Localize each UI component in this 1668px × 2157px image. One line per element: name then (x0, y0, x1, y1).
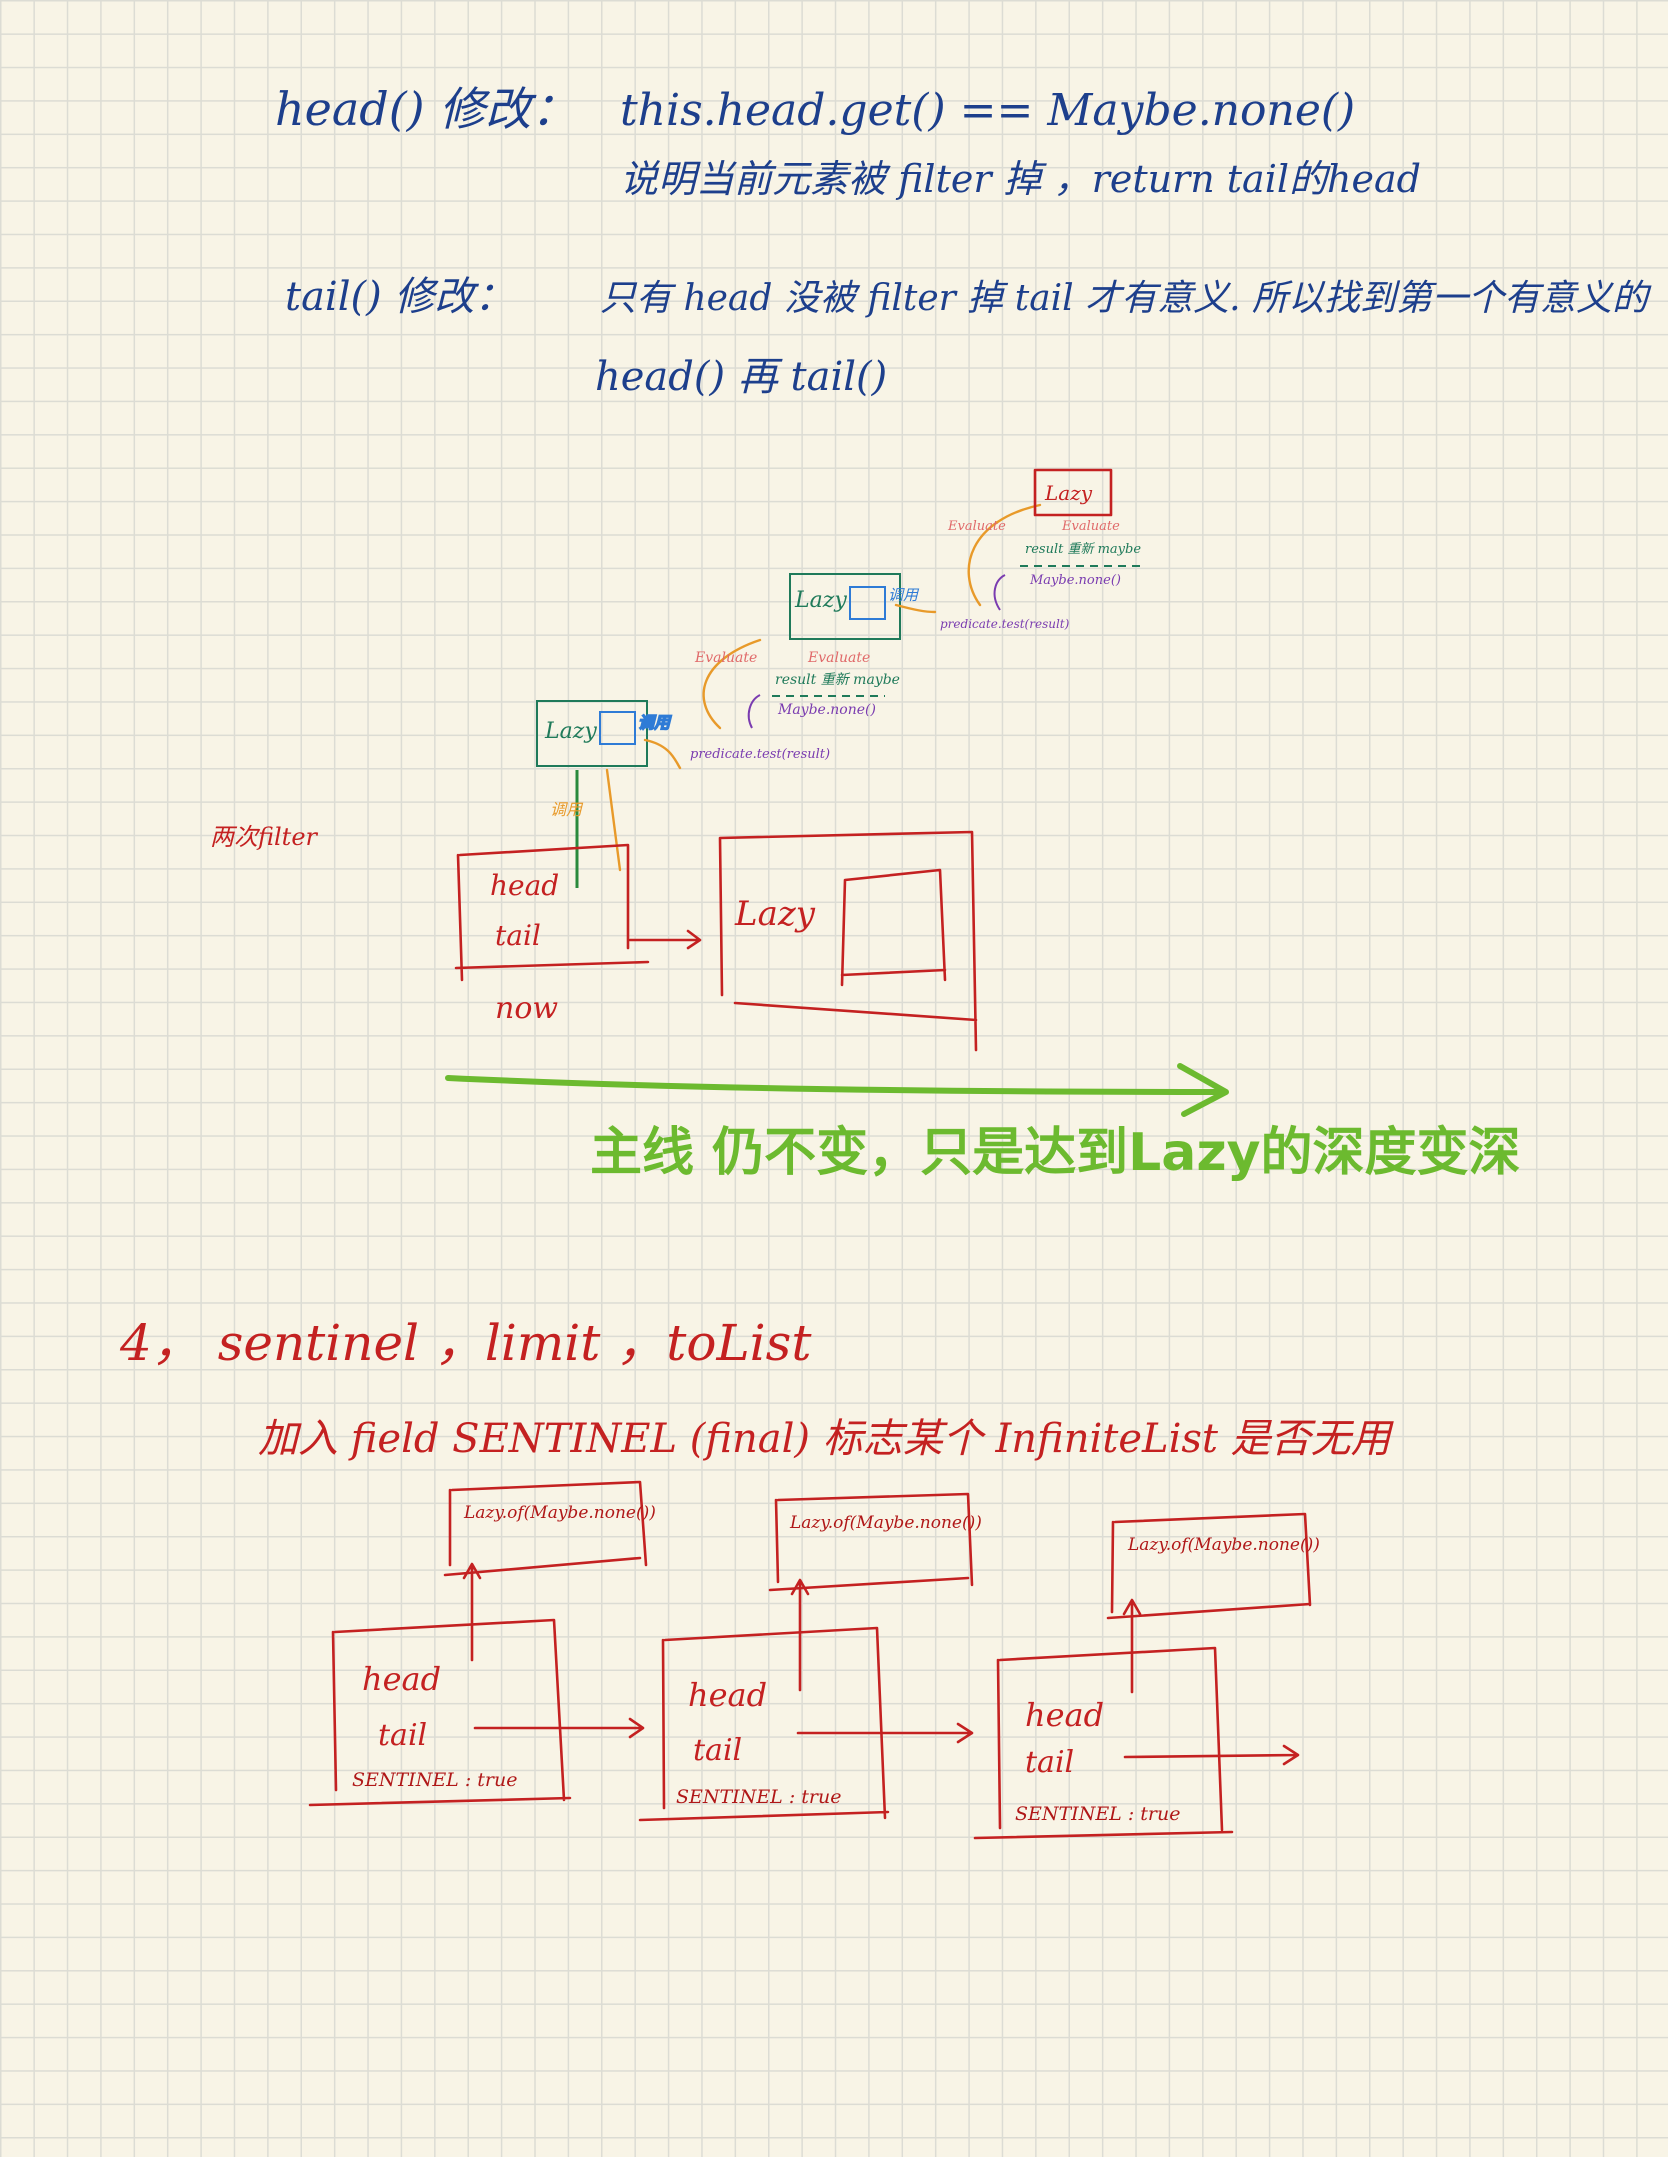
node-tail: tail (693, 1733, 742, 1768)
tail-description-line2: head() 再 tail() (595, 354, 887, 400)
tail-arrow (628, 929, 702, 950)
tail-arrow (796, 1722, 974, 1744)
inner-box (840, 868, 947, 987)
node-box (454, 843, 650, 982)
head-modification-note: head() 修改： this.head.get() == Maybe.none… (275, 82, 1421, 201)
now-label: now (495, 991, 558, 1026)
lazy-box (1106, 1512, 1312, 1620)
evaluate-curve (967, 503, 1042, 607)
lazy-inner-box (849, 586, 886, 620)
call-label: 调用 (888, 586, 920, 604)
none-label: Maybe.none() (777, 702, 876, 718)
lazy-inner-box (599, 711, 636, 745)
result-label: result 重新 maybe (1025, 542, 1141, 557)
lazy-of-label: Lazy.of(Maybe.none()) (789, 1513, 982, 1533)
sentinel-node-3: Lazy.of(Maybe.none()) head tail SENTINEL… (973, 1512, 1320, 1840)
sentinel-node-2: Lazy.of(Maybe.none()) head tail SENTINEL… (638, 1492, 982, 1822)
main-line-note: 主线 仍不变，只是达到Lazy的深度变深 (590, 1123, 1521, 1183)
node-head: head (362, 1660, 441, 1698)
filter-diagram: 两次filter Lazy 调用 调用 Evaluate Evaluate re… (210, 468, 1521, 1183)
predicate-curve (993, 574, 1006, 611)
predicate-label: predicate.test(result) (690, 747, 830, 762)
predicate-block-1: Evaluate Evaluate result 重新 maybe Maybe.… (690, 638, 900, 762)
return-line (605, 768, 622, 872)
head-pointer (790, 1578, 810, 1692)
node-head: head (688, 1676, 767, 1714)
next-lazy-node: Lazy (718, 830, 978, 1052)
head-pointer (1122, 1598, 1142, 1694)
node-sentinel: SENTINEL : true (1015, 1803, 1180, 1825)
predicate-label: predicate.test(result) (940, 617, 1070, 631)
tail-label: tail() 修改： (285, 274, 514, 320)
main-line: 主线 仍不变，只是达到Lazy的深度变深 (445, 1063, 1521, 1183)
section-4: 4， sentinel ，limit ，toList 加入 field SENT… (119, 1314, 1395, 1840)
node-tail: tail (378, 1718, 427, 1753)
head-pointer (462, 1562, 482, 1662)
call-label-vertical: 调用 (550, 800, 584, 819)
node-sentinel: SENTINEL : true (676, 1786, 841, 1808)
node-sentinel: SENTINEL : true (352, 1769, 517, 1791)
evaluate-label: Evaluate (694, 650, 757, 666)
node-tail: tail (1025, 1745, 1074, 1780)
lazy-label: Lazy (794, 588, 847, 613)
head-description: 说明当前元素被 filter 掉 ，return tail的head (620, 157, 1421, 201)
lazy-level-2: Lazy 调用 (789, 573, 937, 640)
tail-description-line1: 只有 head 没被 filter 掉 tail 才有意义. 所以找到第一个有意… (600, 278, 1652, 319)
result-label: result 重新 maybe (775, 672, 900, 688)
tail-arrow (473, 1717, 645, 1739)
lazy-label: Lazy (1044, 481, 1093, 505)
head-label: head() 修改： (275, 82, 577, 136)
current-node: head tail now (454, 843, 702, 1026)
lazy-level-3: Lazy (1033, 468, 1113, 517)
lazy-box (443, 1480, 648, 1577)
two-filter-label: 两次filter (210, 823, 319, 851)
lazy-of-label: Lazy.of(Maybe.none()) (1127, 1535, 1320, 1555)
node-box (638, 1626, 890, 1822)
tail-modification-note: tail() 修改： 只有 head 没被 filter 掉 tail 才有意义… (285, 274, 1652, 400)
evaluate-arrow (894, 603, 937, 614)
lazy-of-label: Lazy.of(Maybe.none()) (463, 1503, 656, 1523)
evaluate-arrow (643, 738, 682, 770)
predicate-curve (747, 694, 761, 729)
main-line-arrowhead (1177, 1063, 1229, 1117)
predicate-block-2: Evaluate Evaluate result 重新 maybe Maybe.… (940, 503, 1141, 631)
node-head: head (1025, 1696, 1104, 1734)
call-label: 调用 (638, 713, 672, 732)
main-line-arrow (445, 1075, 1225, 1095)
section-description: 加入 field SENTINEL (final) 标志某个 InfiniteL… (258, 1416, 1395, 1462)
none-label: Maybe.none() (1029, 573, 1121, 588)
lazy-label: Lazy (544, 719, 597, 744)
sentinel-node-1: Lazy.of(Maybe.none()) head tail SENTINEL… (308, 1480, 656, 1807)
node-tail: tail (495, 919, 541, 952)
outer-box (718, 830, 978, 1052)
section-title: 4， sentinel ，limit ，toList (119, 1314, 812, 1372)
tail-arrow (1123, 1744, 1300, 1766)
node-head: head (490, 869, 559, 902)
lazy-box (536, 700, 648, 767)
evaluate-curve (702, 638, 762, 730)
next-lazy-label: Lazy (734, 894, 816, 934)
lazy-box (1033, 468, 1113, 517)
node-box (308, 1618, 572, 1807)
head-code: this.head.get() == Maybe.none() (620, 85, 1355, 136)
evaluate-label: Evaluate (947, 519, 1006, 534)
evaluate-label-2: Evaluate (807, 650, 870, 666)
lazy-box (768, 1492, 974, 1592)
evaluate-label-2: Evaluate (1061, 519, 1120, 534)
node-box (973, 1646, 1234, 1840)
lazy-level-1: Lazy 调用 调用 (536, 700, 682, 888)
